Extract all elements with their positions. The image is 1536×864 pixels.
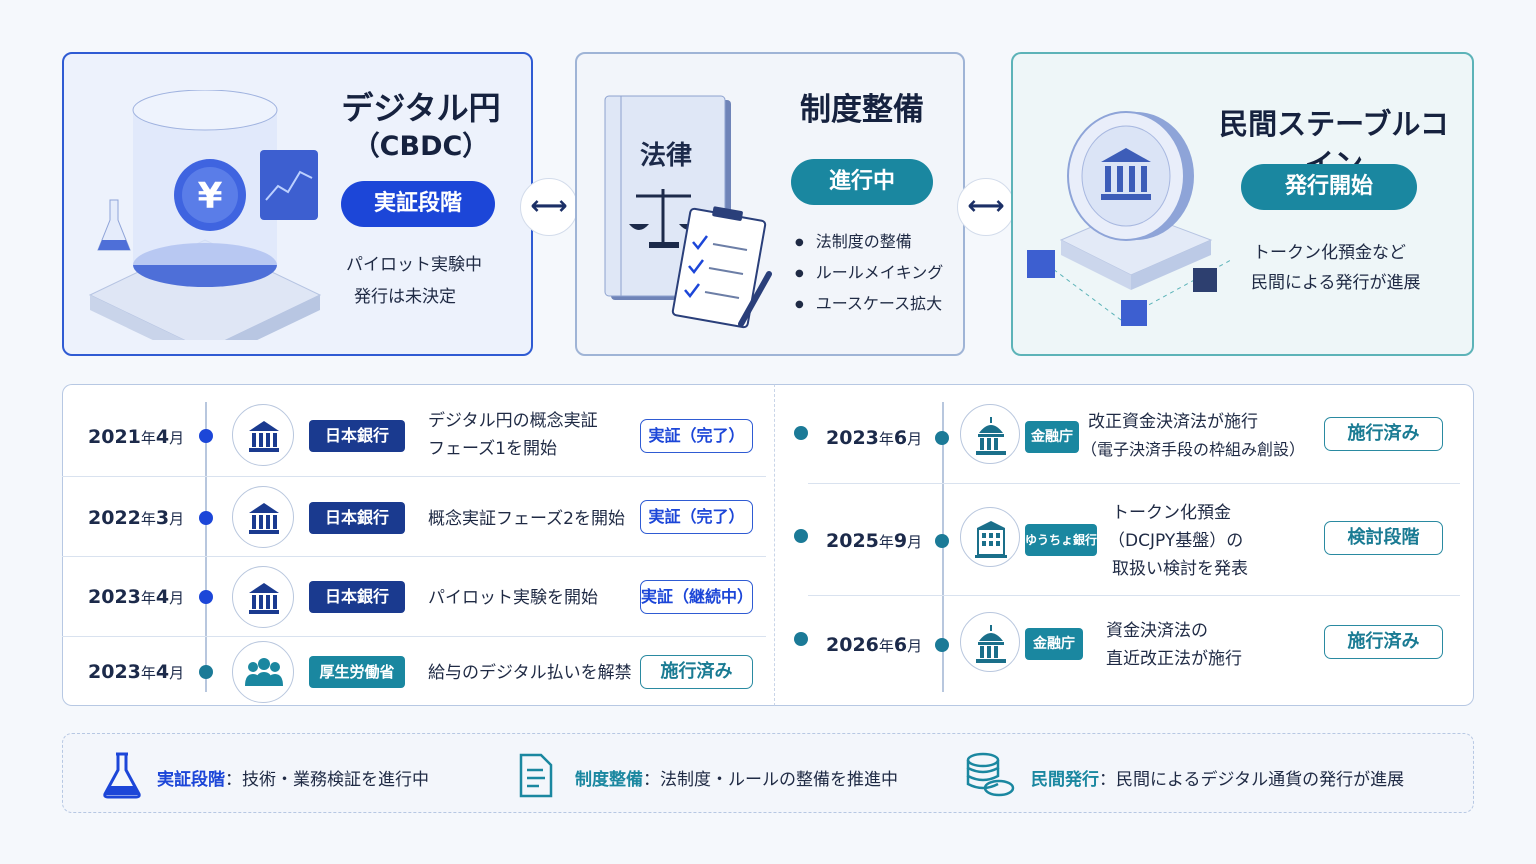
row-date: 2021年4月	[88, 426, 185, 448]
status-badge: 実証（完了）	[640, 419, 753, 453]
government-building-icon	[960, 612, 1020, 672]
timeline-dot	[935, 431, 949, 445]
row-date: 2023年4月	[88, 661, 185, 683]
timeline-dot	[794, 426, 808, 440]
status-badge: 施行済み	[640, 655, 753, 689]
arrow-icon: ⟷	[957, 178, 1015, 236]
law-book-icon: 法律	[604, 95, 772, 329]
timeline-dot	[935, 638, 949, 652]
row-divider	[62, 556, 766, 557]
status-badge: 実証（完了）	[640, 500, 753, 534]
row-desc-line: 取扱い検討を発表	[1112, 559, 1248, 579]
legend-item: 実証段階：技術・業務検証を進行中	[157, 770, 429, 790]
bank-icon	[232, 566, 294, 628]
org-badge: 日本銀行	[309, 420, 405, 452]
timeline-line	[205, 402, 207, 692]
org-badge: 厚生労働省	[309, 656, 405, 688]
row-divider	[808, 595, 1460, 596]
org-badge: 日本銀行	[309, 581, 405, 613]
row-desc-line: フェーズ1を開始	[428, 439, 557, 459]
flask-icon	[103, 752, 141, 799]
row-date: 2023年6月	[826, 427, 923, 449]
cbdc-card: ¥ デジタル円 （CBDC） 実証段階 パイロット実験中 発行は未決定	[62, 52, 533, 356]
document-icon	[519, 753, 553, 798]
org-badge: 日本銀行	[309, 502, 405, 534]
bank-coin-icon	[1027, 111, 1231, 326]
timeline-dot	[935, 534, 949, 548]
row-desc-line: 直近改正法が施行	[1106, 649, 1242, 669]
arrow-icon: ⟷	[520, 178, 578, 236]
legend: 実証段階：技術・業務検証を進行中 制度整備：法制度・ルールの整備を推進中 民間発…	[62, 733, 1474, 813]
cbdc-title-line2: （CBDC）	[352, 131, 490, 162]
office-building-icon	[960, 507, 1020, 567]
row-desc-line: （DCJPY基盤）の	[1108, 531, 1244, 551]
people-icon	[232, 641, 294, 703]
row-desc-line: （電子決済手段の枠組み創設）	[1081, 440, 1306, 459]
regulation-bullet: ユースケース拡大	[795, 289, 943, 320]
row-divider	[808, 483, 1460, 484]
svg-text:¥: ¥	[197, 176, 222, 217]
legend-item: 制度整備：法制度・ルールの整備を推進中	[575, 770, 898, 790]
row-divider	[62, 476, 766, 477]
row-date: 2026年6月	[826, 634, 923, 656]
row-date: 2023年4月	[88, 586, 185, 608]
org-badge: 金融庁	[1025, 628, 1083, 660]
timeline-dot	[794, 529, 808, 543]
stablecoin-desc-line2: 民間による発行が進展	[1251, 273, 1421, 293]
cbdc-desc-line2: 発行は未決定	[354, 287, 456, 307]
row-desc-line: 改正資金決済法が施行	[1088, 412, 1258, 432]
timeline-dot	[199, 511, 213, 525]
row-date: 2025年9月	[826, 530, 923, 552]
status-badge: 施行済み	[1324, 417, 1443, 451]
row-divider	[62, 636, 766, 637]
org-badge: 金融庁	[1025, 421, 1079, 453]
regulation-card: 法律 制度整備 進行中 法制度の整備 ルールメイキング ユースケース拡大	[575, 52, 965, 356]
row-desc-line: 概念実証フェーズ2を開始	[428, 509, 625, 529]
org-badge: ゆうちょ銀行	[1025, 524, 1097, 556]
regulation-bullet: 法制度の整備	[795, 227, 943, 258]
row-desc-line: デジタル円の概念実証	[428, 411, 598, 431]
status-badge: 検討段階	[1324, 521, 1443, 555]
row-desc-line: 給与のデジタル払いを解禁	[428, 663, 632, 683]
row-desc-line: パイロット実験を開始	[428, 588, 598, 608]
timeline-dot	[199, 665, 213, 679]
law-label: 法律	[640, 141, 692, 171]
cbdc-desc-line1: パイロット実験中	[346, 255, 482, 275]
regulation-title: 制度整備	[800, 92, 924, 128]
cbdc-title-line1: デジタル円	[341, 89, 501, 127]
yen-coin-icon: ¥	[88, 90, 322, 340]
status-badge: 実証（継続中）	[640, 580, 753, 614]
cbdc-status-badge: 実証段階	[341, 181, 495, 227]
regulation-status-badge: 進行中	[791, 159, 933, 205]
legend-item: 民間発行：民間によるデジタル通貨の発行が進展	[1031, 770, 1405, 790]
timeline-dot	[199, 590, 213, 604]
bank-icon	[232, 486, 294, 548]
regulation-bullets: 法制度の整備 ルールメイキング ユースケース拡大	[795, 227, 944, 320]
stablecoin-card: 民間ステーブルコイン 発行開始 トークン化預金など 民間による発行が進展	[1011, 52, 1474, 356]
stablecoin-status-badge: 発行開始	[1241, 164, 1417, 210]
coins-icon	[966, 752, 1015, 797]
status-badge: 施行済み	[1324, 625, 1443, 659]
stablecoin-desc-line1: トークン化預金など	[1253, 243, 1406, 263]
timeline-dot	[199, 429, 213, 443]
government-building-icon	[960, 404, 1020, 464]
timeline-dot	[794, 632, 808, 646]
regulation-bullet: ルールメイキング	[795, 258, 944, 289]
row-date: 2022年3月	[88, 507, 185, 529]
bank-icon	[232, 404, 294, 466]
row-desc-line: 資金決済法の	[1106, 621, 1208, 641]
row-desc-line: トークン化預金	[1112, 503, 1231, 523]
